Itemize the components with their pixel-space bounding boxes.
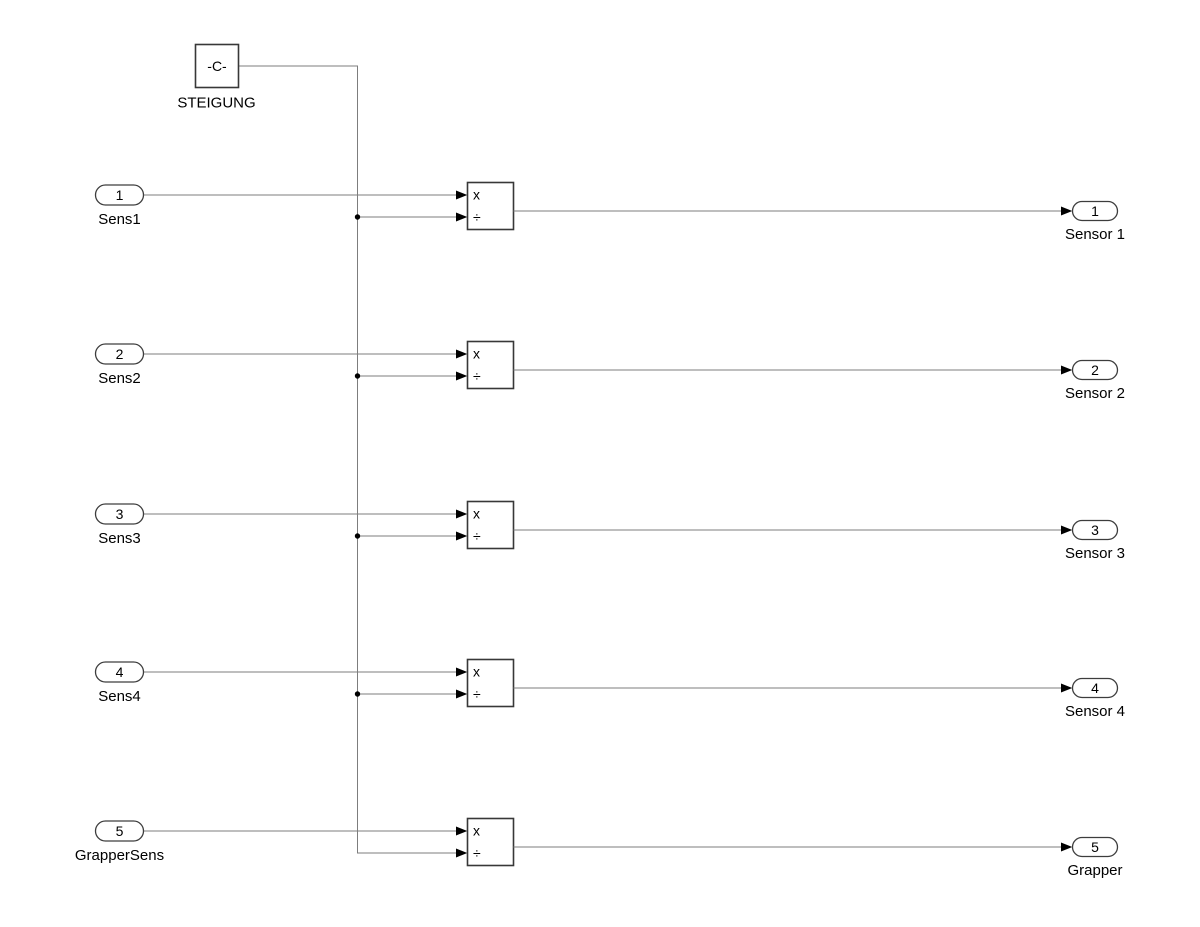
outport-label: Sensor 2	[1065, 385, 1125, 402]
output-arrowhead	[1061, 842, 1073, 852]
inport-label: Sens3	[98, 530, 141, 547]
inport-number: 3	[116, 506, 124, 522]
divide-op-div: ÷	[473, 368, 481, 384]
divide-op-div: ÷	[473, 209, 481, 225]
constant-label: STEIGUNG	[177, 95, 255, 112]
inport-number: 2	[116, 346, 124, 362]
divide-block[interactable]	[466, 181, 515, 231]
input-arrowhead	[456, 509, 468, 519]
junction-dot	[354, 691, 361, 697]
inport-number: 5	[116, 823, 124, 839]
junction-dot	[354, 373, 361, 379]
outport-label: Grapper	[1067, 862, 1122, 879]
inport-block[interactable]	[94, 503, 145, 525]
inport-block[interactable]	[94, 661, 145, 683]
divide-input-arrowhead	[456, 848, 468, 858]
signal-row-2: 2 Sens2 x ÷ 2 Sensor 2	[94, 340, 1125, 402]
outport-label: Sensor 3	[1065, 545, 1125, 562]
junction-dot	[354, 533, 361, 539]
outport-number: 4	[1091, 680, 1099, 696]
output-arrowhead	[1061, 365, 1073, 375]
inport-number: 1	[116, 187, 124, 203]
outport-number: 1	[1091, 203, 1099, 219]
inport-block[interactable]	[94, 184, 145, 206]
input-arrowhead	[456, 667, 468, 677]
constant-block-group: -C- STEIGUNG	[177, 43, 458, 854]
constant-value: -C-	[207, 58, 227, 74]
divide-input-arrowhead	[456, 689, 468, 699]
outport-label: Sensor 4	[1065, 703, 1125, 720]
input-arrowhead	[456, 826, 468, 836]
constant-wire[interactable]	[238, 65, 458, 854]
divide-op-x: x	[473, 664, 480, 680]
output-arrowhead	[1061, 525, 1073, 535]
signal-row-3: 3 Sens3 x ÷ 3 Sensor 3	[94, 500, 1125, 562]
constant-block[interactable]	[194, 43, 240, 89]
junction-dot	[354, 214, 361, 220]
divide-input-arrowhead	[456, 531, 468, 541]
outport-label: Sensor 1	[1065, 226, 1125, 243]
inport-label: GrapperSens	[75, 847, 164, 864]
outport-number: 3	[1091, 522, 1099, 538]
inport-label: Sens2	[98, 370, 141, 387]
output-arrowhead	[1061, 206, 1073, 216]
outport-block[interactable]	[1071, 359, 1119, 381]
divide-op-x: x	[473, 823, 480, 839]
inport-label: Sens1	[98, 211, 141, 228]
signal-row-1: 1 Sens1 x ÷ 1 Sensor 1	[94, 181, 1125, 243]
divide-block[interactable]	[466, 658, 515, 708]
divide-op-x: x	[473, 506, 480, 522]
outport-block[interactable]	[1071, 200, 1119, 222]
divide-input-arrowhead	[456, 371, 468, 381]
input-arrowhead	[456, 190, 468, 200]
divide-op-x: x	[473, 187, 480, 203]
inport-label: Sens4	[98, 688, 141, 705]
inport-block[interactable]	[94, 343, 145, 365]
outport-block[interactable]	[1071, 519, 1119, 541]
inport-number: 4	[116, 664, 124, 680]
signal-row-4: 4 Sens4 x ÷ 4 Sensor 4	[94, 658, 1125, 720]
output-arrowhead	[1061, 683, 1073, 693]
divide-block[interactable]	[466, 340, 515, 390]
outport-block[interactable]	[1071, 677, 1119, 699]
divide-op-div: ÷	[473, 845, 481, 861]
divide-block[interactable]	[466, 500, 515, 550]
outport-number: 2	[1091, 362, 1099, 378]
divide-op-div: ÷	[473, 528, 481, 544]
input-arrowhead	[456, 349, 468, 359]
divide-block[interactable]	[466, 817, 515, 867]
outport-number: 5	[1091, 839, 1099, 855]
outport-block[interactable]	[1071, 836, 1119, 858]
divide-op-x: x	[473, 346, 480, 362]
inport-block[interactable]	[94, 820, 145, 842]
divide-input-arrowhead	[456, 212, 468, 222]
signal-row-5: 5 GrapperSens x ÷ 5 Grapper	[75, 817, 1123, 879]
divide-op-div: ÷	[473, 686, 481, 702]
